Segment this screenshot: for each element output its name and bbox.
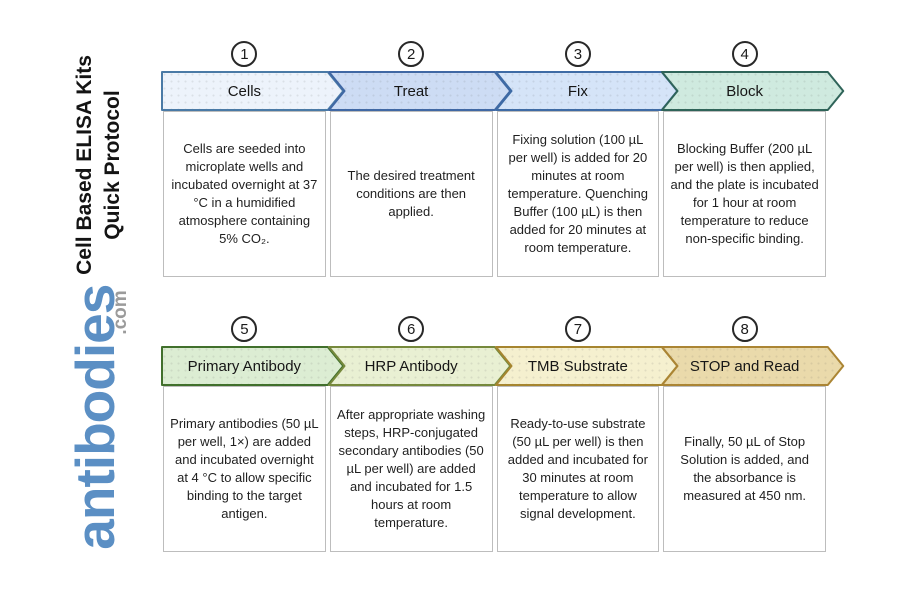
step-number-badge: 2 — [398, 41, 425, 67]
step-title: TMB Substrate — [527, 357, 628, 375]
step-number-badge: 6 — [398, 316, 425, 342]
step-number-badge: 1 — [231, 41, 258, 67]
step-banner: Treat — [327, 71, 511, 111]
step-banner: Primary Antibody — [161, 346, 345, 386]
step-title: Fix — [567, 82, 588, 100]
step-title: Primary Antibody — [187, 357, 302, 375]
step-description-box: After appropriate washing steps, HRP-con… — [329, 386, 493, 552]
step-banner: Cells — [161, 71, 345, 111]
step-banner: STOP and Read — [661, 346, 845, 386]
step-description-box: Fixing solution (100 µL per well) is add… — [496, 111, 660, 277]
step-number-badge: 4 — [731, 41, 758, 67]
step-description-box: Primary antibodies (50 µL per well, 1×) … — [163, 386, 326, 552]
step-title: STOP and Read — [689, 357, 800, 375]
step-banner: TMB Substrate — [494, 346, 678, 386]
step-description: Cells are seeded into microplate wells a… — [171, 141, 318, 246]
step-description: Fixing solution (100 µL per well) is add… — [507, 132, 648, 255]
step-number-badge: 8 — [731, 316, 758, 342]
step-description: Finally, 50 µL of Stop Solution is added… — [680, 434, 809, 503]
step-number-badge: 5 — [231, 316, 258, 342]
step-title: HRP Antibody — [364, 357, 458, 375]
step-description-box: The desired treatment conditions are the… — [329, 111, 493, 277]
step-title: Cells — [227, 82, 262, 100]
step-number-badge: 7 — [564, 316, 591, 342]
diagram-title-line1: Cell Based ELISA Kits — [73, 55, 96, 275]
step-description: Blocking Buffer (200 µL per well) is the… — [670, 141, 819, 246]
step-title: Treat — [393, 82, 429, 100]
step-description-box: Blocking Buffer (200 µL per well) is the… — [663, 111, 826, 277]
chevron-arrow-shape — [661, 346, 845, 386]
step-description: Primary antibodies (50 µL per well, 1×) … — [170, 416, 319, 521]
step-number-badge: 3 — [564, 41, 591, 67]
antibodies-logo-suffix: .com — [110, 290, 131, 335]
antibodies-logo: antibodies .com — [63, 270, 131, 570]
step-description: The desired treatment conditions are the… — [347, 168, 475, 219]
diagram-title-line2: Quick Protocol — [100, 90, 124, 240]
chevron-arrow-shape — [661, 71, 845, 111]
step-banner: Block — [661, 71, 845, 111]
step-description-box: Ready-to-use substrate (50 µL per well) … — [496, 386, 660, 552]
step-description: Ready-to-use substrate (50 µL per well) … — [507, 416, 648, 521]
step-title: Block — [726, 82, 763, 100]
step-description: After appropriate washing steps, HRP-con… — [337, 407, 486, 530]
diagram-title: Cell Based ELISA Kits Quick Protocol — [71, 45, 129, 285]
step-description-box: Finally, 50 µL of Stop Solution is added… — [663, 386, 826, 552]
step-banner: Fix — [494, 71, 678, 111]
step-description-box: Cells are seeded into microplate wells a… — [163, 111, 326, 277]
step-banner: HRP Antibody — [327, 346, 511, 386]
